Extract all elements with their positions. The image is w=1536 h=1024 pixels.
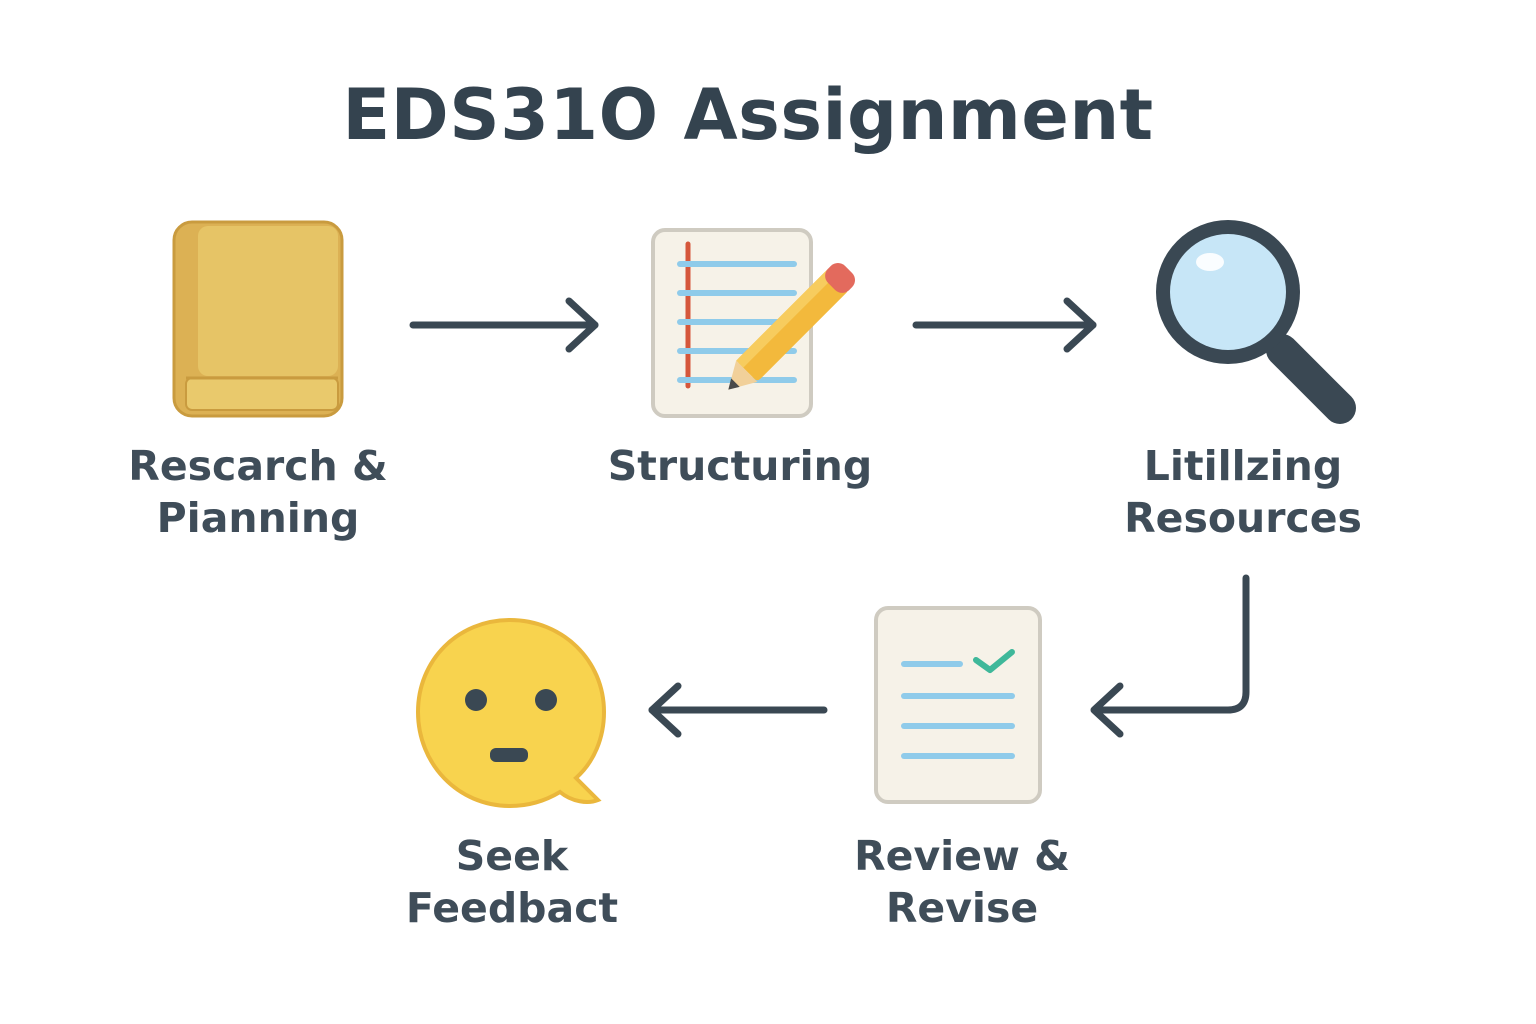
arrow-down-left	[1090, 574, 1250, 738]
step-research-planning-label: Rescarch & Pianning	[108, 440, 408, 544]
step-utilizing-resources-label: Litillzing Resources	[1093, 440, 1393, 544]
checklist-document-icon	[874, 606, 1042, 804]
book-icon	[172, 220, 344, 418]
step-utilizing-line2: Resources	[1124, 494, 1362, 542]
step-structuring-label: Structuring	[590, 440, 890, 492]
step-research-line1: Rescarch &	[128, 442, 388, 490]
step-review-line2: Revise	[885, 884, 1039, 932]
step-utilizing-line1: Litillzing	[1143, 442, 1343, 490]
step-feedback-line2: Feedbact	[405, 884, 619, 932]
arrow-right-1	[409, 297, 599, 353]
speech-bubble-face-icon	[415, 617, 607, 809]
step-feedback-line1: Seek	[455, 832, 569, 880]
arrow-left	[648, 682, 828, 738]
step-structuring-line1: Structuring	[607, 442, 873, 490]
step-review-line1: Review &	[854, 832, 1070, 880]
arrow-right-2	[912, 297, 1097, 353]
step-research-line2: Pianning	[156, 494, 360, 542]
notepad-pencil-icon	[651, 228, 856, 418]
diagram-title: EDS31O Assignment	[342, 74, 1154, 156]
magnifying-glass-icon	[1156, 220, 1356, 424]
step-seek-feedback-label: Seek Feedbact	[362, 830, 662, 934]
step-review-revise-label: Review & Revise	[812, 830, 1112, 934]
